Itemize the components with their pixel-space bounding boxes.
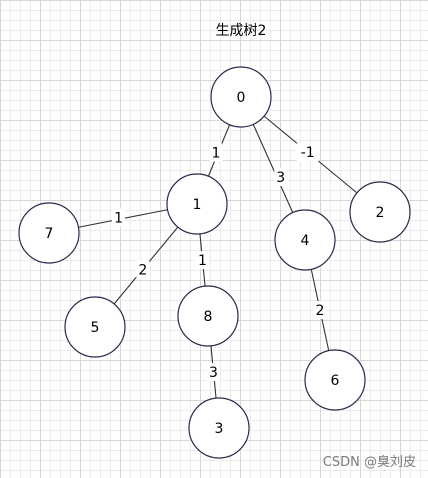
node-circle [349, 181, 411, 243]
edge-weight-label: 2 [316, 303, 325, 319]
edge-n1-n7: 1 [78, 208, 168, 228]
edge-label-background [136, 260, 150, 279]
edge-weight-label: 3 [276, 170, 285, 186]
edge-line [252, 124, 294, 213]
edges-layer: 1 3 -1 1 2 1 2 3 [78, 115, 358, 399]
edge-weight-label: 1 [198, 253, 207, 269]
node-2: 2 [349, 181, 411, 243]
watermark: CSDN @臭刘皮 [322, 455, 416, 470]
edge-n1-n5: 2 [113, 226, 179, 305]
edge-label-background [209, 143, 223, 162]
edge-n0-n4: 3 [252, 124, 294, 213]
edge-label-background [196, 251, 209, 269]
edge-label-background [207, 363, 220, 381]
node-4: 4 [274, 209, 336, 271]
edge-n0-n2: -1 [263, 115, 358, 194]
node-circle [210, 66, 272, 128]
node-7: 7 [18, 202, 80, 264]
edge-n8-n3: 3 [207, 345, 220, 399]
edge-weight-label: 1 [114, 210, 123, 226]
node-label: 1 [193, 197, 202, 213]
node-label: 2 [376, 205, 385, 221]
node-label: 6 [331, 373, 340, 389]
edge-label-background [296, 143, 319, 162]
node-6: 6 [304, 349, 366, 411]
edge-label-background [112, 208, 126, 227]
nodes-layer: 0 1 2 4 7 5 8 6 3 [18, 66, 411, 459]
node-circle [166, 173, 228, 235]
edge-weight-label: 1 [212, 146, 221, 162]
node-circle [177, 285, 239, 347]
node-label: 0 [237, 90, 246, 106]
node-5: 5 [64, 296, 126, 358]
edge-n4-n6: 2 [310, 269, 330, 351]
node-0: 0 [210, 66, 272, 128]
edge-weight-label: 3 [209, 365, 218, 381]
edge-weight-label: 2 [138, 262, 147, 278]
node-circle [304, 349, 366, 411]
node-label: 5 [91, 320, 100, 336]
edge-weight-label: -1 [301, 145, 315, 161]
node-label: 7 [45, 226, 54, 242]
node-label: 8 [204, 309, 213, 325]
node-8: 8 [177, 285, 239, 347]
node-1: 1 [166, 173, 228, 235]
node-label: 3 [215, 421, 224, 437]
node-circle [274, 209, 336, 271]
diagram-title: 生成树2 [216, 23, 267, 39]
edge-label-background [274, 168, 288, 187]
node-circle [18, 202, 80, 264]
node-label: 4 [301, 233, 310, 249]
node-circle [64, 296, 126, 358]
edge-n0-n1: 1 [207, 124, 231, 177]
node-circle [188, 397, 250, 459]
node-3: 3 [188, 397, 250, 459]
edge-label-background [313, 301, 327, 319]
edge-n1-n8: 1 [196, 233, 209, 287]
